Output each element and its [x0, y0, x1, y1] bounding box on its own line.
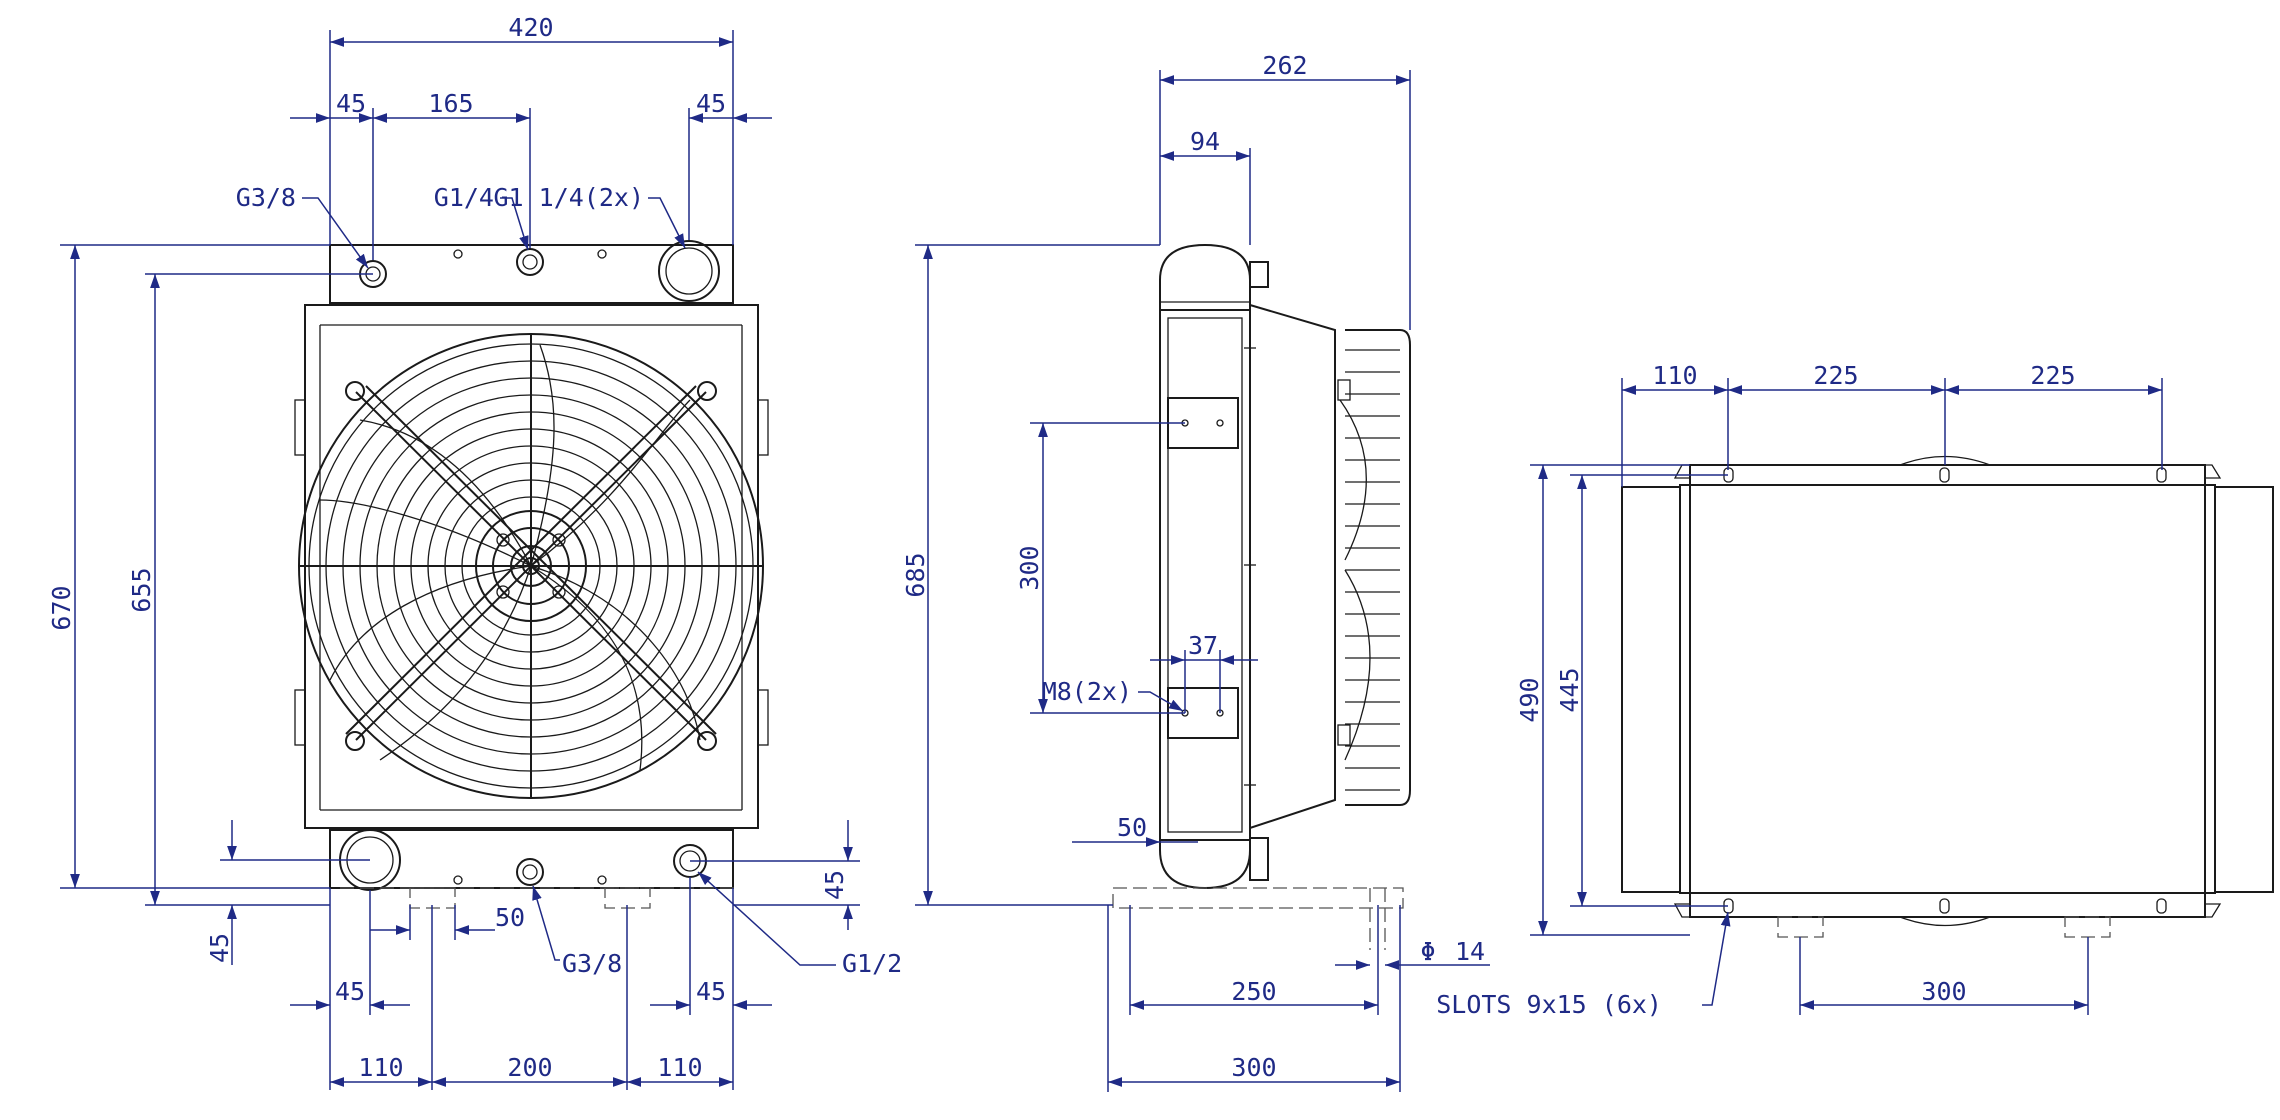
top-right-tank — [2214, 486, 2274, 893]
top-dimensions: 110 225 225 490 445 SLOTS 9x15 (6x) 300 — [1436, 361, 2163, 1019]
dim-hole-diameter-symbol: Φ — [1420, 937, 1435, 966]
dim-top-offset-left: 45 — [336, 89, 366, 118]
side-top-tank — [1159, 243, 1251, 310]
side-bottom-tank — [1159, 840, 1251, 890]
dim-top-spacing-center: 165 — [428, 89, 473, 118]
top-view — [1621, 455, 2274, 938]
dim-top-height-inner: 445 — [1555, 667, 1584, 712]
dim-hole-diameter: 14 — [1455, 937, 1485, 966]
dim-top-spacing-center: 225 — [1813, 361, 1858, 390]
side-view — [1112, 243, 1411, 950]
dim-foot-lip: 50 — [1117, 813, 1147, 842]
label-slots-note: SLOTS 9x15 (6x) — [1436, 990, 1662, 1019]
dim-width-total: 420 — [508, 13, 553, 42]
dim-bottom-vertical-right: 45 — [820, 870, 849, 900]
slot — [1939, 898, 1950, 914]
dim-top-height-outer: 490 — [1515, 677, 1544, 722]
port-g3-8-bottom — [516, 858, 544, 886]
port-g1-1-4-top — [658, 240, 720, 302]
dim-top-foot-spacing: 300 — [1921, 977, 1966, 1006]
side-core — [1159, 309, 1251, 841]
dim-depth-total: 262 — [1262, 51, 1307, 80]
top-core — [1679, 484, 2216, 894]
port-g1-4-top — [516, 248, 544, 276]
fan-guard — [298, 333, 764, 799]
front-view — [294, 240, 769, 909]
fan-mount-hole — [697, 381, 717, 401]
slot — [2156, 898, 2167, 914]
fan-motor-hub — [475, 510, 587, 622]
top-left-tank — [1621, 486, 1681, 893]
label-port-bottom-right: G1/2 — [842, 949, 902, 978]
dim-bottom-slot: 50 — [495, 903, 525, 932]
dim-top-spacing-right: 225 — [2030, 361, 2075, 390]
dim-top-spacing-left: 110 — [1652, 361, 1697, 390]
label-port-top-left: G3/8 — [236, 183, 296, 212]
dim-mount-offset: 37 — [1188, 631, 1218, 660]
slot — [1939, 467, 1950, 483]
dim-height-outer: 670 — [47, 585, 76, 630]
fan-mount-hole — [697, 731, 717, 751]
dim-foot-inner: 250 — [1231, 977, 1276, 1006]
dim-bottom-offset-left: 45 — [335, 977, 365, 1006]
fan-mount-hole — [345, 731, 365, 751]
dim-bottom-vertical-left: 45 — [205, 933, 234, 963]
dim-foot-outer: 300 — [1231, 1053, 1276, 1082]
side-fan-shroud — [1249, 303, 1336, 830]
dim-bottom-offset-right: 45 — [696, 977, 726, 1006]
label-port-top-center: G1/4 — [434, 183, 494, 212]
label-port-top-right: G1 1/4(2x) — [493, 183, 644, 212]
dim-foot-spacing-center: 200 — [507, 1053, 552, 1082]
dim-foot-spacing-left: 110 — [358, 1053, 403, 1082]
top-base-plate — [1689, 464, 2206, 918]
dim-side-height-total: 685 — [901, 552, 930, 597]
dim-top-offset-right: 45 — [696, 89, 726, 118]
slot — [2156, 467, 2167, 483]
dim-foot-spacing-right: 110 — [657, 1053, 702, 1082]
label-mount-thread: M8(2x) — [1042, 677, 1132, 706]
front-dimensions: 420 45 165 45 G3/8 G1/4 G1 1/4(2x) 670 6… — [47, 13, 902, 1090]
side-dimensions: 262 94 685 300 37 M8(2x) 50 Φ 14 — [901, 51, 1490, 1092]
dim-mount-spacing: 300 — [1015, 545, 1044, 590]
fan-mount-hole — [345, 381, 365, 401]
side-fan-guard — [1337, 329, 1411, 806]
dim-height-inner: 655 — [127, 567, 156, 612]
label-port-bottom-center: G3/8 — [562, 949, 622, 978]
dim-depth-core: 94 — [1190, 127, 1220, 156]
